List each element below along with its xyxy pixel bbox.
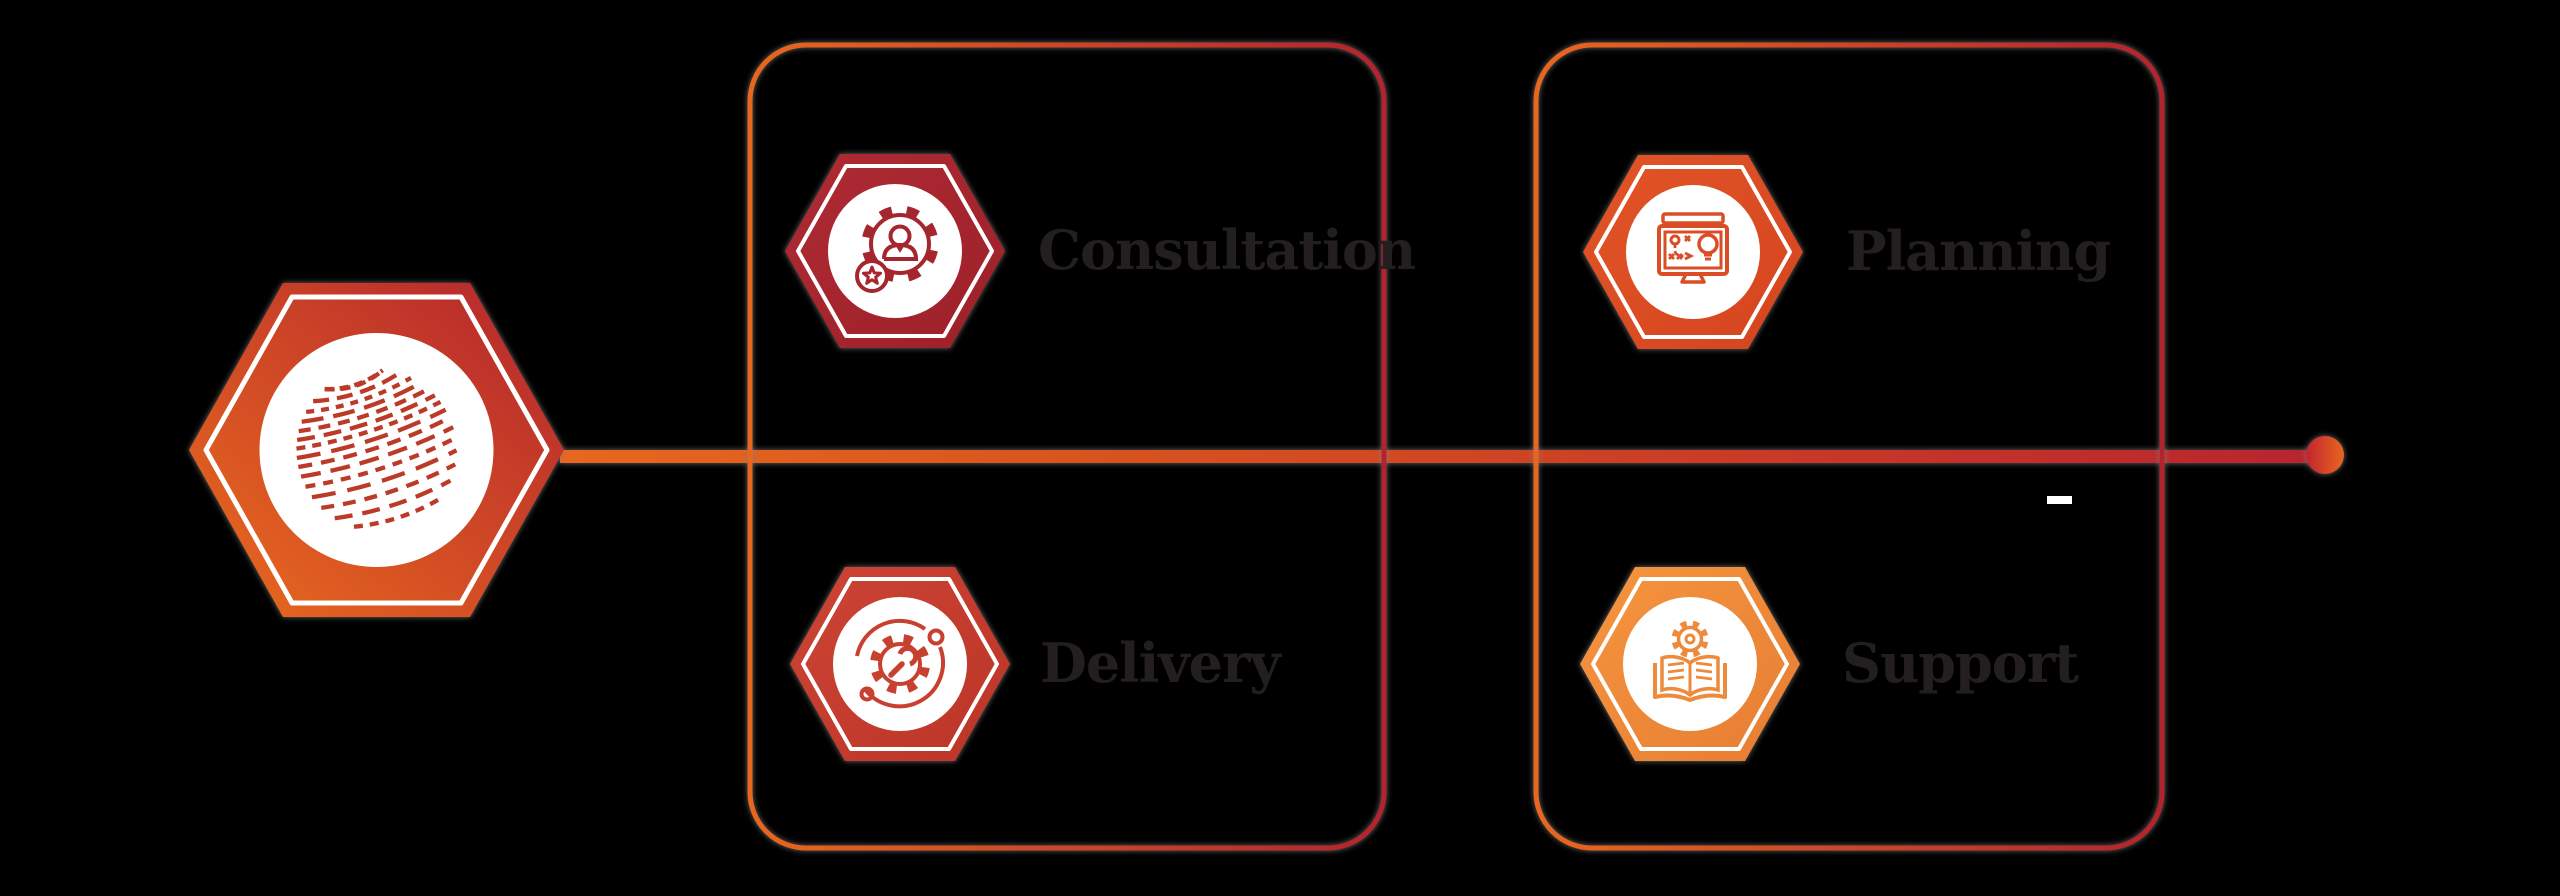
- planning-hexagon: [1583, 155, 1803, 349]
- planning-label: Planning: [1846, 219, 2111, 283]
- monitor-strategy-icon: [1657, 212, 1729, 284]
- support-hexagon: [1580, 567, 1800, 761]
- card-left: [747, 42, 1387, 851]
- connector-end-dot: [2306, 436, 2344, 474]
- delivery-label: Delivery: [1040, 631, 1281, 695]
- consultation-hexagon: [785, 154, 1005, 348]
- dashed-globe-icon: [296, 368, 458, 529]
- hub-hexagon: [189, 283, 564, 617]
- timeline-connector: [560, 450, 2325, 463]
- delivery-hexagon: [790, 567, 1010, 761]
- card-right: [1533, 42, 2165, 851]
- support-label: Support: [1842, 631, 2079, 695]
- consultation-label: Consultation: [1038, 218, 1416, 282]
- white-dash-mark: [2047, 496, 2072, 504]
